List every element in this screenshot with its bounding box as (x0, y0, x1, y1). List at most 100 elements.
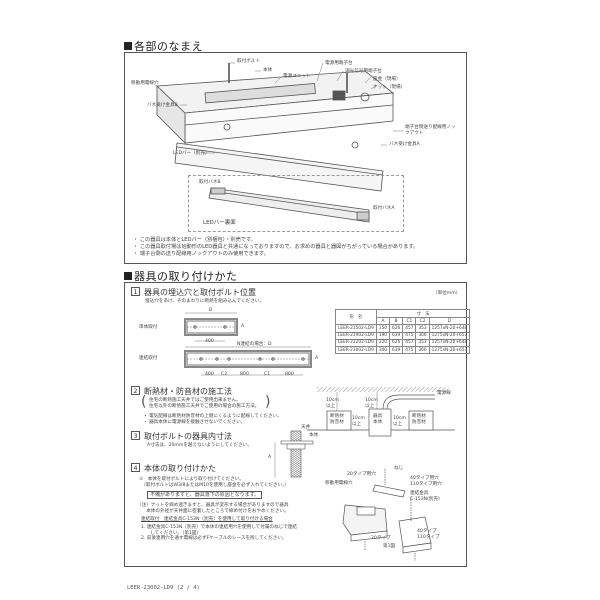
installation-panel: 1 器具の埋込穴と取付ボルト位置 埋込穴をあけ、そのまわりに断熱を組み込んでくださ… (124, 282, 471, 567)
label-type40: 40タイプ (417, 529, 437, 534)
label-spring-bracket-b: バネ受け金具B (147, 103, 178, 108)
note-text: この器具取付場は始動形のLED器具と共通になっておりますので、お求めの器具と器図… (139, 244, 419, 251)
table-cell: 626 (389, 338, 404, 347)
insulation-label: 断熱材 (412, 414, 426, 419)
table-cell: 220 (375, 338, 391, 347)
dim-400-cont: 400 (205, 372, 214, 377)
continuous-step: してください。（第1図） (141, 530, 202, 536)
clearance-value: 10cm (352, 416, 365, 421)
warning-box: 不備がありますと、器具落下の原因となります。 (147, 491, 263, 500)
table-cell: 1275xN-20+657 (428, 331, 471, 340)
table-col-header: D (428, 317, 471, 326)
close-paren: ) (265, 394, 271, 410)
label-type20: 20タイプ (371, 536, 391, 541)
table-cell: 150 (375, 324, 391, 333)
label-power-unit: 電源ユニット (283, 74, 311, 79)
fixture-label: 器具 (373, 414, 383, 419)
label-power-terminal: 電源用端子台 (325, 61, 353, 66)
table-cell: 475 (402, 345, 417, 355)
step-number: 4 (131, 463, 140, 472)
step3-desc: A寸法は、20mmを越えないようにしてください。 (147, 443, 252, 448)
label-dimming-terminal: 調光信号用端子台 (345, 69, 382, 74)
table-cell: 1257xN-20+648 (428, 324, 471, 333)
table-cell: 366 (415, 331, 430, 340)
label-washer: 座金（現場） (373, 77, 401, 82)
insulation-left: 断熱材防音材 (330, 414, 344, 425)
clearance-value: 10cm (326, 398, 339, 403)
dim-400-single: 400 (205, 339, 214, 344)
table-cell-model: LEER-21902-LD9 (335, 331, 377, 340)
step-item: ① 本体を取付ボルトにより取り付けてください。 (139, 477, 244, 482)
table-cell: 1275xN-20+657 (428, 345, 471, 355)
step-number: 1 (131, 287, 140, 296)
bullet-text: 電気配線は断熱材防音材の上側にくるように配線してください。 (149, 414, 282, 419)
bolt-dimension-diagram (274, 430, 314, 478)
insulation-label: 防音材 (330, 419, 344, 425)
note-text: この器具は本体とLEDバー（別梱包）・別売です。 (139, 237, 256, 243)
table-cell-model: LEER-21502-LD9 (335, 324, 377, 333)
continuous-mount-title: 連結取付 連結金具C-153N（別売）を使用して取り付ける場合 (141, 517, 273, 522)
label-screw: ねじ (394, 466, 404, 471)
insulation-right: 断熱材防音材 (412, 414, 426, 425)
n-connection-label: N連結の場合：D (237, 342, 272, 347)
table-col-header: C2 (415, 317, 430, 326)
footer-model-page: LEER-23002-LD9 (2 / 4) (127, 585, 200, 591)
fixture-body: 器具本体 (373, 414, 382, 425)
open-paren: ( (141, 394, 147, 410)
dim-800-b: 800 (285, 372, 294, 377)
label-led-bar: LEDバー（別売） (173, 151, 210, 156)
note-line: 本体の外径が天井面に密着したところで締め付けをおやめください。 (137, 508, 289, 514)
step4-notes: （注）ナットを締め過ぎますと、器具が変形する場合がありますので器具 本体の外径が… (137, 503, 289, 514)
led-bar-back-diagram (208, 187, 370, 223)
step1-desc: 埋込穴をあけ、そのまわりに断熱を組み込んでください。 (145, 299, 264, 304)
note-line: （注）ナットを締め過ぎますと、器具が変形する場合がありますので器具 (137, 503, 289, 508)
table-cell: 1257xN-20+648 (428, 338, 471, 347)
label-wire-hole: 移動用電線穴 (325, 481, 353, 486)
note-item: ・ この器具は本体とLEDバー（別梱包）・別売です。 (133, 237, 256, 243)
table-cell: 639 (389, 331, 404, 340)
note-text: 端子台側の送り配線用ノックアウトのみ使用できます。 (139, 251, 269, 258)
dim-c2: C2 (221, 372, 228, 377)
clearance-unit: 以上 (365, 403, 375, 409)
table-row: LEER-22202-LD9 220 626 457 353 1257xN-20… (335, 338, 471, 347)
dim-c1: C1 (264, 372, 271, 377)
table-cell-model: LEER-22202-LD9 (335, 338, 377, 347)
step1-title: 1 器具の埋込穴と取付ボルト位置 (131, 287, 256, 298)
bullet-text: 器具本体に電源線を接触させないでください。 (149, 419, 246, 425)
label-type110: 110タイプ (417, 535, 440, 540)
table-cell: 300 (375, 345, 391, 355)
bullet-item: ・ 器具本体に電源線を接触させないでください。 (143, 419, 246, 425)
clearance-unit: 以上 (326, 403, 336, 409)
step-title-text: 器具の埋込穴と取付ボルト位置 (144, 288, 256, 297)
clearance-value: 10cm (393, 416, 406, 421)
step-item: （取付ボルトはW3/8またはM10を使用し座金を必ず入れてください。） (139, 482, 290, 488)
dim-a-continuous: A (315, 356, 319, 361)
continuous-step: 2. 前後連用穴を通す電線は必ずFケーブルのシースを残してください。 (141, 536, 287, 542)
insulation-label: 防音材 (412, 419, 426, 425)
dim-a-bolt: A (268, 455, 272, 460)
label-single-mount: 単体取付 (139, 325, 158, 330)
step2-bullets: ・ 電気配線は断熱材防音材の上側にくるように配線してください。 ・ 器具本体に電… (143, 414, 282, 425)
step-number: 2 (131, 386, 140, 395)
continuous-steps: 1. 連結金具C-153N（別売）で本体の連結用穴を使用して付属のねじで連結 し… (141, 525, 297, 542)
square-bullet-icon (124, 42, 132, 50)
note-item: ・ この器具取付場は始動形のLED器具と共通になっておりますので、お求めの器具と… (133, 244, 419, 251)
table-row: LEER-23002-LD9 300 639 475 366 1275xN-20… (335, 345, 471, 355)
step4-items: ① 本体を取付ボルトにより取り付けてください。 （取付ボルトはW3/8またはM1… (139, 477, 289, 488)
table-header-model: 形 名 (335, 308, 377, 326)
section-title-text: 器具の取り付けかた (134, 270, 238, 283)
label-connector-model: C-153N(別売) (410, 497, 440, 502)
dim-a-single: A (241, 324, 245, 329)
square-bullet-icon (124, 272, 132, 280)
label-connector: 連結金具 (410, 491, 429, 496)
table-cell: 353 (415, 324, 430, 333)
label-body: 本体 (263, 68, 273, 73)
bullet-item: ・ 電気配線は断熱材防音材の上側にくるように配線してください。 (143, 414, 282, 419)
step-title-text: 断熱材・防音材の施工法 (144, 387, 232, 396)
part-notes: ・ この器具は本体とLEDバー（別梱包）・別売です。 ・ この器具取付場は始動形… (133, 237, 418, 258)
table-cell: 475 (402, 331, 417, 340)
label-ceiling: 天井 (301, 425, 311, 430)
section-title-text: 各部のなまえ (134, 40, 203, 53)
